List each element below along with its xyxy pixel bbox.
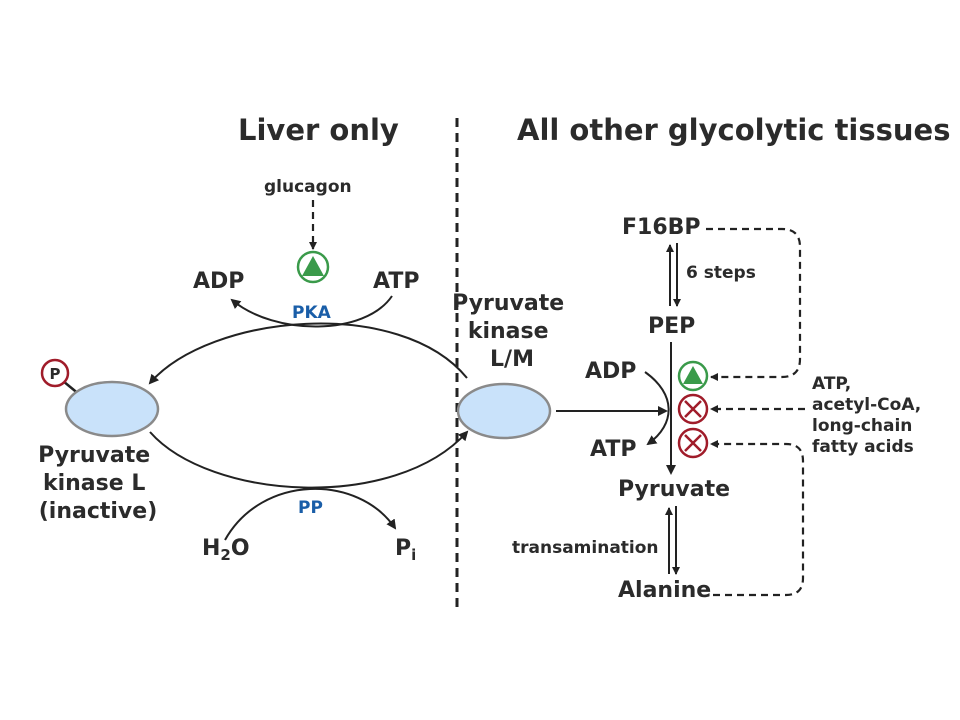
phosphorylation-arrow bbox=[148, 322, 468, 385]
kinase-adp-label: ADP bbox=[585, 359, 636, 384]
pp-label: PP bbox=[298, 498, 323, 518]
other-tissues-title: All other glycolytic tissues bbox=[517, 113, 950, 147]
pp-h2o-pi-arrow bbox=[224, 488, 397, 541]
pyruvate-kinase-l-inactive-ellipse bbox=[64, 380, 160, 438]
pka-activation-icon bbox=[296, 250, 330, 284]
pep-label: PEP bbox=[648, 314, 695, 339]
alanine-feedback-arrow bbox=[710, 440, 805, 597]
kinase-atp-label: ATP bbox=[590, 437, 636, 462]
pka-adp-label: ADP bbox=[193, 269, 244, 294]
transamination-label: transamination bbox=[512, 538, 659, 558]
phospho-group-icon: P bbox=[40, 358, 81, 396]
inhibition-icon bbox=[677, 427, 709, 459]
pka-atp-adp-arrow bbox=[230, 295, 393, 328]
f16bp-feedforward-arrow bbox=[706, 227, 802, 381]
h2o-label: H2O bbox=[202, 536, 250, 564]
f16bp-label: F16BP bbox=[622, 215, 701, 240]
pka-label: PKA bbox=[292, 303, 332, 323]
alanine-label: Alanine bbox=[618, 578, 711, 603]
dephosphorylation-arrow bbox=[149, 430, 469, 489]
inhibitor-list-label: ATP, acetyl-CoA, long-chain fatty acids bbox=[812, 374, 927, 457]
adp-atp-arrow bbox=[644, 371, 670, 446]
activation-icon bbox=[677, 360, 709, 392]
pyruvate-kinase-lm-active-ellipse bbox=[456, 382, 552, 440]
inactive-enzyme-label: Pyruvate kinase L (inactive) bbox=[38, 443, 158, 524]
pka-atp-label: ATP bbox=[373, 269, 419, 294]
pyruvate-label: Pyruvate bbox=[618, 477, 730, 502]
active-enzyme-label: Pyruvate kinase L/M bbox=[452, 291, 572, 372]
inhibition-icon bbox=[677, 393, 709, 425]
liver-only-title: Liver only bbox=[238, 113, 399, 147]
pi-label: Pi bbox=[395, 536, 416, 564]
six-steps-label: 6 steps bbox=[686, 263, 756, 283]
svg-text:P: P bbox=[50, 365, 61, 383]
glucagon-label: glucagon bbox=[264, 177, 352, 197]
